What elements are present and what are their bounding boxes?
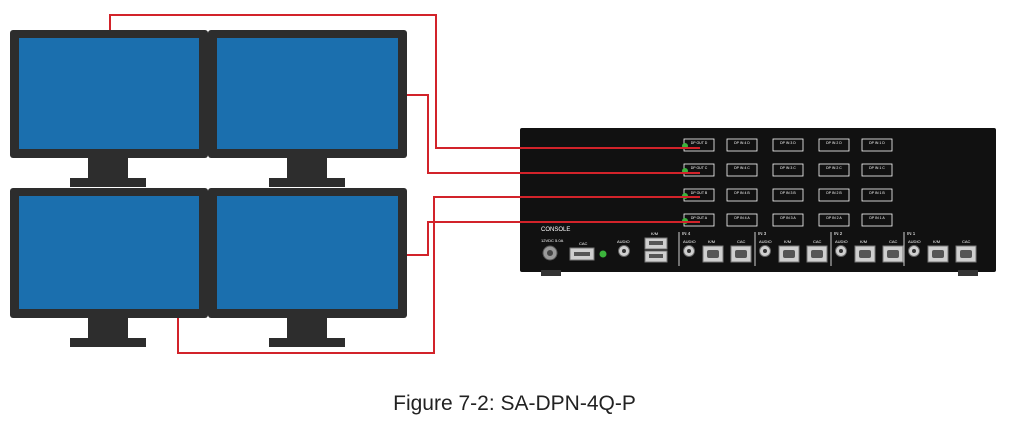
- dp-port: DP IN 1 A: [861, 213, 893, 227]
- dp-port-label: DP IN 2 C: [826, 166, 842, 170]
- dp-port-label: DP IN 2 A: [826, 216, 842, 220]
- dp-port-label: DP IN 4 B: [734, 191, 750, 195]
- cable-bottom-left: [177, 196, 700, 354]
- dp-port: DP IN 2 B: [818, 188, 850, 202]
- cac-label: CAC: [962, 239, 971, 244]
- dp-port-label: DP IN 2 B: [826, 191, 842, 195]
- km-label: K/M: [933, 239, 940, 244]
- status-led: [599, 250, 607, 258]
- input-group: IN 1 AUDIO K/M CAC: [903, 231, 977, 266]
- dp-port: DP OUT C: [683, 163, 715, 177]
- cable-bottom-right: [407, 221, 700, 256]
- dp-port: DP IN 3 A: [772, 213, 804, 227]
- dp-port: DP IN 4 B: [726, 188, 758, 202]
- cac-label: CAC: [579, 241, 588, 246]
- dp-port: DP IN 4 A: [726, 213, 758, 227]
- dp-port-label: DP IN 3 A: [780, 216, 796, 220]
- dp-port: DP IN 2 D: [818, 138, 850, 152]
- cable-top-left: [109, 14, 700, 149]
- monitor-top-right: [208, 30, 407, 187]
- dp-port-label: DP OUT D: [691, 141, 708, 145]
- dp-port-label: DP IN 4 A: [734, 216, 750, 220]
- cable-top-right: [407, 94, 700, 174]
- dp-port: DP IN 3 D: [772, 138, 804, 152]
- input-label: IN 3: [758, 231, 767, 236]
- input-group: IN 4 AUDIO K/M CAC: [678, 231, 752, 266]
- audio-label: AUDIO: [759, 239, 772, 244]
- km-label: K/M: [651, 231, 658, 236]
- connection-diagram: DP OUT D DP IN 4 D DP IN 3 D DP IN 2 D DP IN…: [10, 14, 996, 354]
- dp-port-label: DP IN 1 D: [869, 141, 885, 145]
- dp-port-label: DP IN 2 D: [826, 141, 842, 145]
- dp-port: DP OUT D: [683, 138, 715, 152]
- dp-port-label: DP IN 4 D: [734, 141, 750, 145]
- audio-label: AUDIO: [617, 239, 630, 244]
- dp-port: DP IN 3 C: [772, 163, 804, 177]
- power-label: 12VDC 5.0A: [541, 238, 564, 243]
- rear-io-panel: CONSOLE 12VDC 5.0A CAC AUDIO K/M IN 4 AUD…: [541, 227, 977, 266]
- input-label: IN 4: [682, 231, 691, 236]
- dp-port: DP IN 1 B: [861, 188, 893, 202]
- console-label: CONSOLE: [541, 227, 570, 233]
- dp-port: DP IN 4 D: [726, 138, 758, 152]
- cac-label: CAC: [889, 239, 898, 244]
- figure-caption: Figure 7-2: SA-DPN-4Q-P: [393, 392, 636, 415]
- monitor-screen: [217, 196, 398, 309]
- dp-port-label: DP IN 1 B: [869, 191, 885, 195]
- dp-port-label: DP IN 4 C: [734, 166, 750, 170]
- cac-label: CAC: [737, 239, 746, 244]
- monitor-screen: [19, 38, 199, 149]
- dp-port-label: DP IN 1 C: [869, 166, 885, 170]
- input-label: IN 1: [907, 231, 916, 236]
- dp-port: DP IN 2 C: [818, 163, 850, 177]
- km-label: K/M: [860, 239, 867, 244]
- monitor-top-left: [10, 30, 208, 187]
- dp-port-label: DP OUT B: [691, 191, 708, 195]
- dp-port: DP OUT B: [683, 188, 715, 202]
- dp-port-label: DP OUT A: [691, 216, 708, 220]
- monitor-bottom-right: [208, 188, 407, 347]
- cac-label: CAC: [813, 239, 822, 244]
- dp-port: DP IN 1 D: [861, 138, 893, 152]
- km-label: K/M: [784, 239, 791, 244]
- dp-port: DP OUT A: [683, 213, 715, 227]
- dp-port: DP IN 3 B: [772, 188, 804, 202]
- input-group: IN 3 AUDIO K/M CAC: [754, 231, 828, 266]
- audio-label: AUDIO: [835, 239, 848, 244]
- input-label: IN 2: [834, 231, 843, 236]
- audio-label: AUDIO: [683, 239, 696, 244]
- dp-port-label: DP IN 3 D: [780, 141, 796, 145]
- monitor-screen: [19, 196, 199, 309]
- dp-port: DP IN 1 C: [861, 163, 893, 177]
- cables: [109, 14, 700, 354]
- dp-port: DP IN 2 A: [818, 213, 850, 227]
- monitor-screen: [217, 38, 398, 149]
- audio-label: AUDIO: [908, 239, 921, 244]
- input-group: IN 2 AUDIO K/M CAC: [830, 231, 904, 266]
- monitor-bottom-left: [10, 188, 208, 347]
- dp-port-label: DP OUT C: [691, 166, 708, 170]
- dp-port-label: DP IN 3 B: [780, 191, 796, 195]
- dp-port-label: DP IN 3 C: [780, 166, 796, 170]
- km-label: K/M: [708, 239, 715, 244]
- kvm-device: DP OUT D DP IN 4 D DP IN 3 D DP IN 2 D DP IN…: [520, 128, 996, 276]
- dp-port-label: DP IN 1 A: [869, 216, 885, 220]
- dp-port: DP IN 4 C: [726, 163, 758, 177]
